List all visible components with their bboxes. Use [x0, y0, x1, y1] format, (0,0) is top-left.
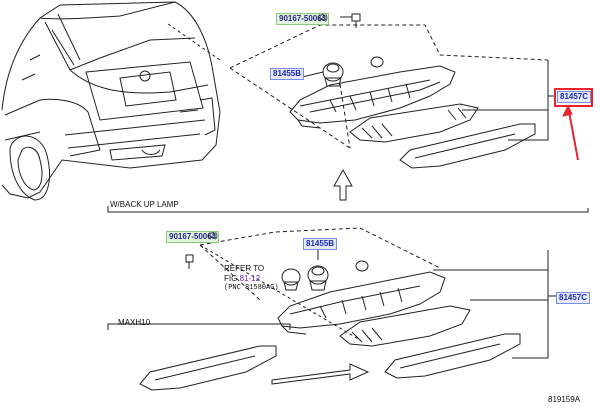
qty-screw-top: (2): [318, 13, 328, 22]
socket-bottom-drawing: [281, 265, 329, 291]
screw-top-drawing: [351, 13, 361, 28]
lens-top-drawing: [349, 103, 479, 143]
direction-arrow-up: [333, 168, 353, 201]
cover-bottom-right-drawing: [384, 333, 521, 379]
lower-assembly-group: [107, 227, 556, 391]
upper-assembly-group: [167, 13, 556, 169]
vehicle-rear-illustration: [1, 1, 221, 201]
cover-top-drawing: [399, 123, 536, 169]
highlight-box: [554, 88, 593, 107]
part-number-socket-bottom[interactable]: 81455B: [303, 238, 338, 250]
lamp-housing-top-drawing: [289, 65, 456, 129]
refer-line: REFER TO: [224, 264, 265, 273]
refer-fig-link[interactable]: 81-12: [239, 274, 261, 283]
refer-fig-line: FIG 81-12: [224, 275, 279, 283]
figure-id: 819159A: [548, 395, 581, 404]
section-label-maxh10: MAXH10: [118, 318, 151, 327]
cover-bottom-left-drawing: [139, 345, 277, 391]
section-label-with-backup-lamp: W/BACK UP LAMP: [110, 200, 179, 209]
socket-top-drawing: [322, 62, 344, 87]
lamp-housing-bottom-drawing: [277, 271, 446, 335]
part-number-socket-top[interactable]: 81455B: [270, 68, 305, 80]
part-number-screw-bottom[interactable]: 90167-50063: [166, 231, 220, 243]
refer-fig-prefix: FIG: [224, 274, 240, 283]
lens-bottom-drawing: [339, 305, 471, 347]
part-number-lamp-bottom[interactable]: 81457C: [556, 292, 591, 304]
part-number-lamp-top[interactable]: 81457C: [557, 91, 592, 103]
refer-pnc: (PNC 81580AG): [224, 284, 279, 292]
screw-bottom-drawing: [185, 254, 194, 269]
part-number-screw-top[interactable]: 90167-50063: [276, 13, 330, 25]
qty-screw-bottom: (2): [208, 231, 218, 240]
direction-arrow-right: [271, 363, 370, 385]
refer-note: REFER TO FIG 81-12 (PNC 81580AG): [224, 265, 279, 292]
